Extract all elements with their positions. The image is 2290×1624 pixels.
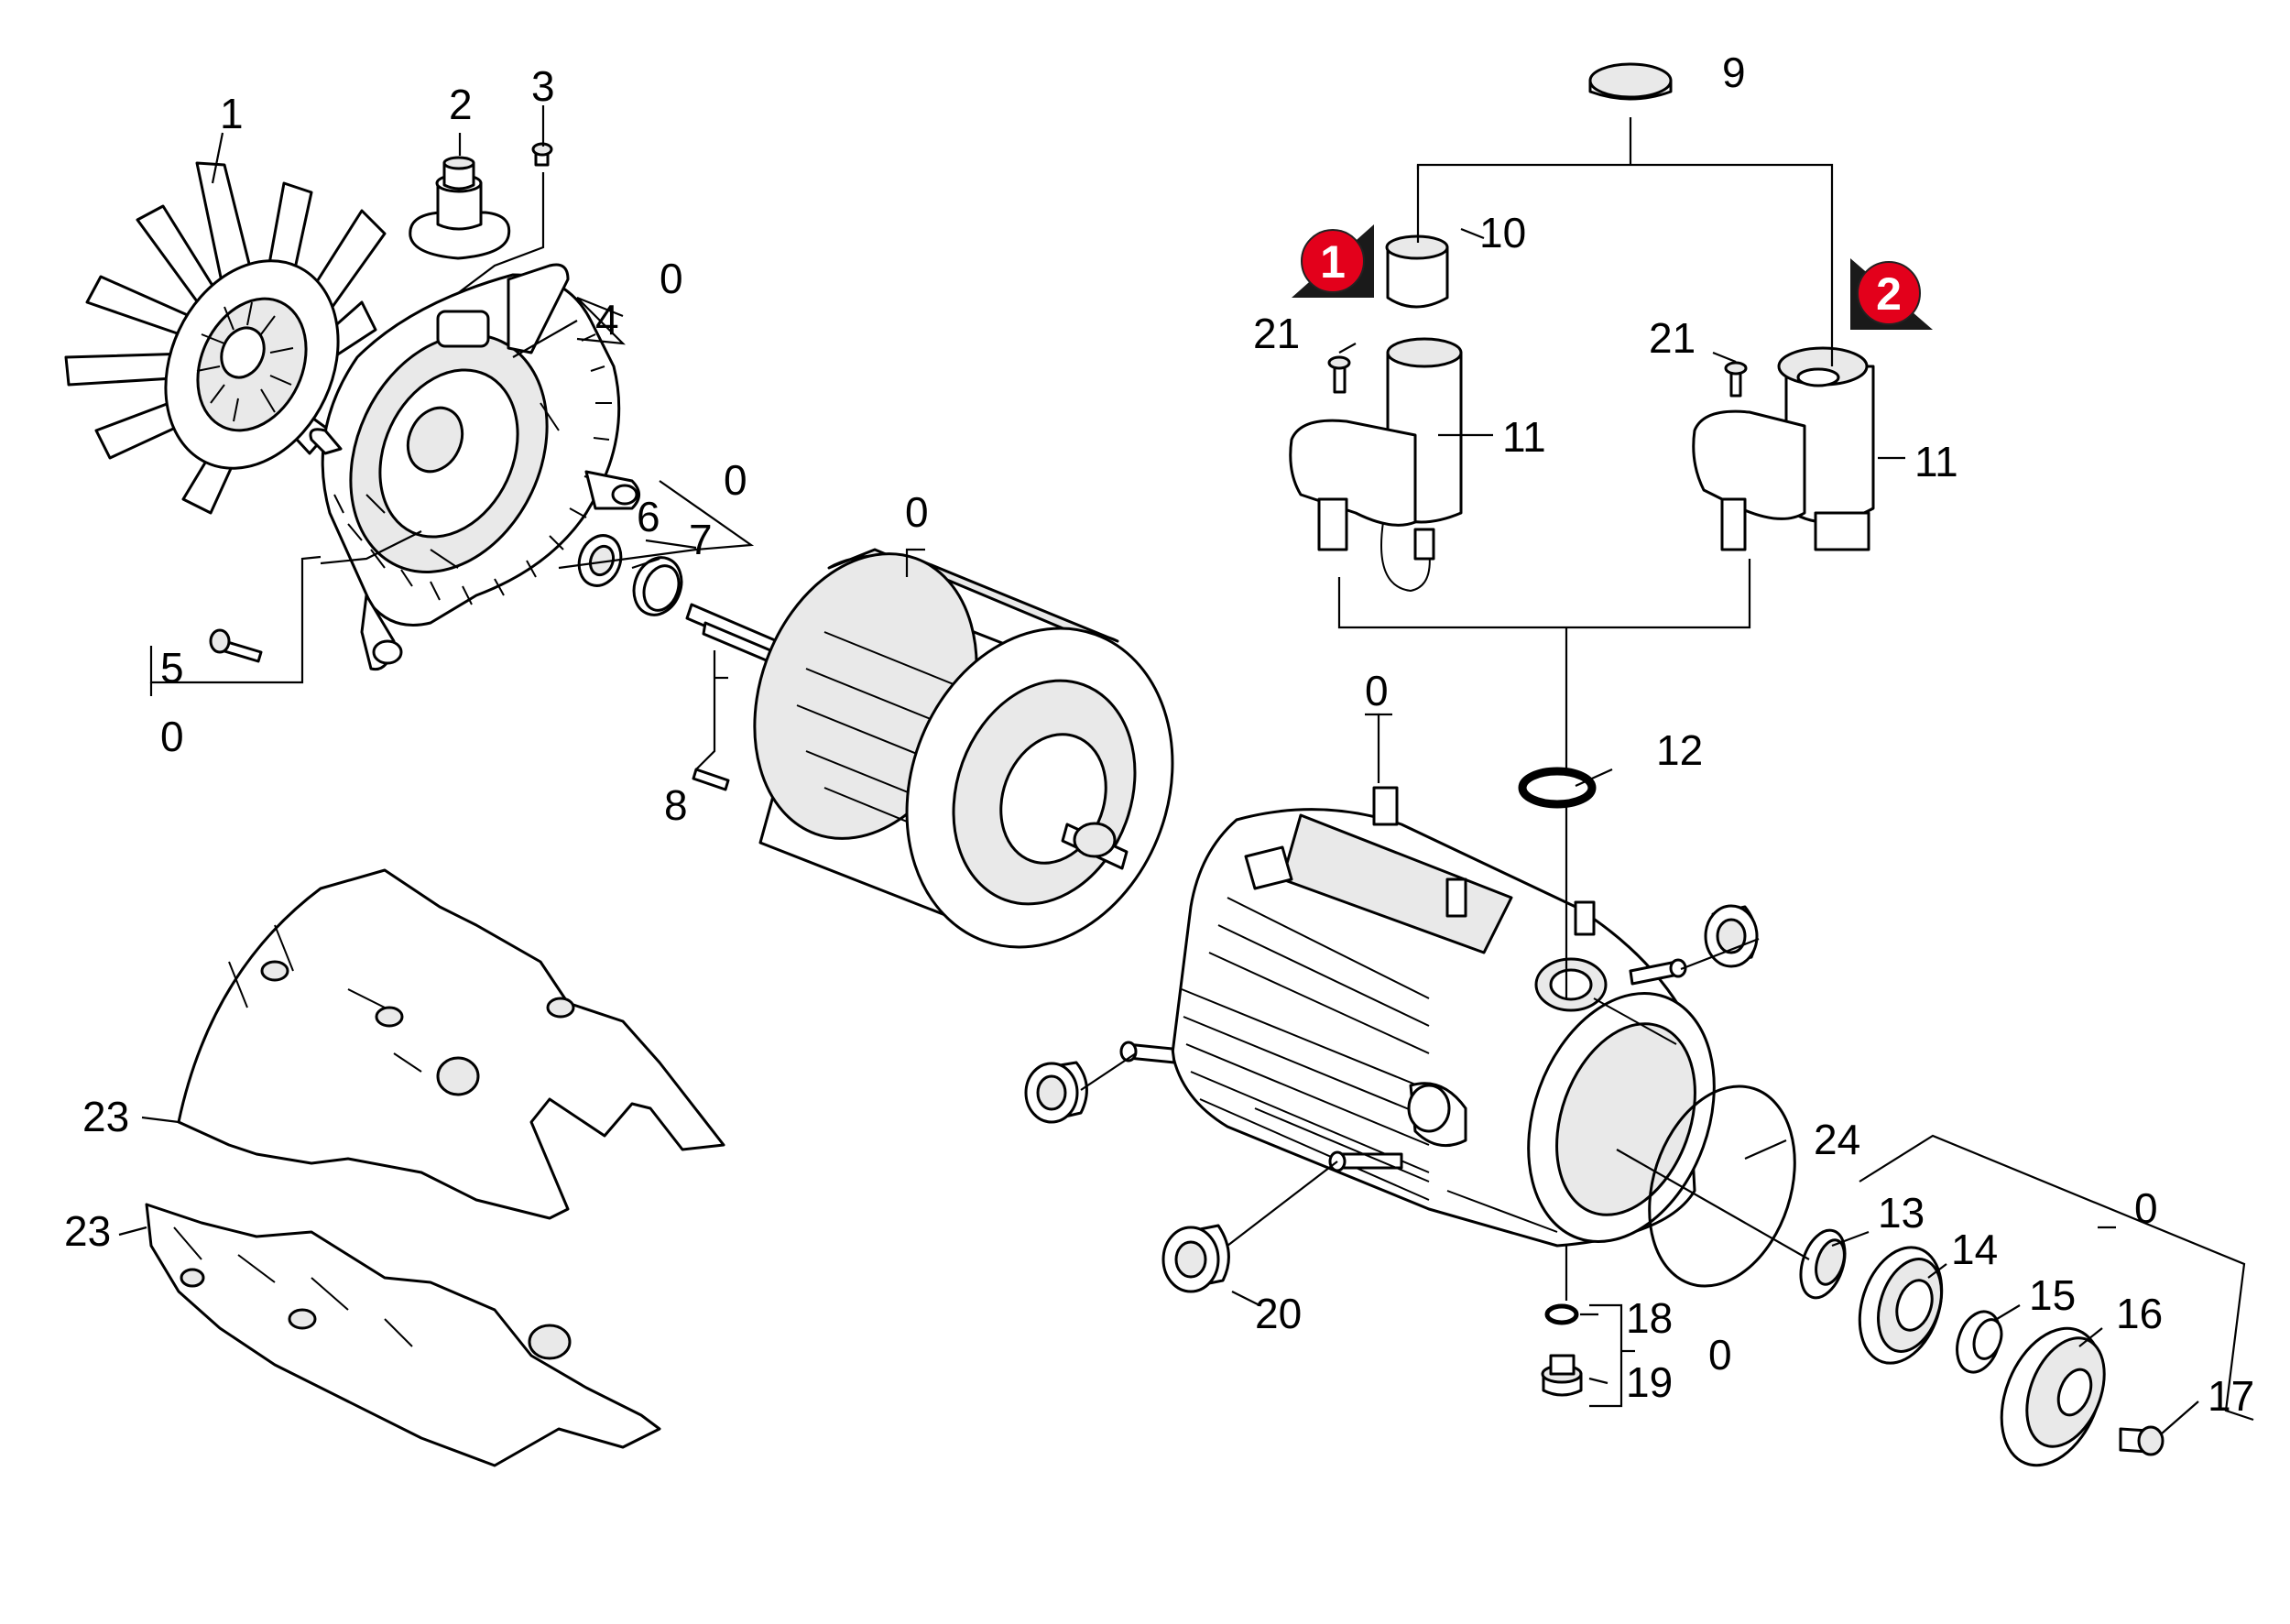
callout-21-left: 21 bbox=[1253, 310, 1300, 357]
badge-circle bbox=[1301, 229, 1365, 293]
callout-5: 5 bbox=[160, 644, 184, 692]
callout-11-right: 11 bbox=[1914, 438, 1958, 485]
callout-19: 19 bbox=[1626, 1358, 1673, 1406]
callout-24: 24 bbox=[1814, 1116, 1860, 1163]
gasket-part bbox=[1648, 1084, 1796, 1288]
cap-part bbox=[409, 156, 511, 260]
badge-circle bbox=[1857, 261, 1921, 325]
cap-9-part bbox=[1588, 62, 1673, 101]
retaining-ring-part bbox=[632, 556, 683, 616]
callout-motor-zero: 0 bbox=[905, 488, 929, 536]
callout-8: 8 bbox=[664, 781, 688, 829]
callout-4: 4 bbox=[595, 296, 619, 343]
o-ring-18-part bbox=[1544, 1303, 1579, 1325]
variant-badge-1: 1 bbox=[1292, 224, 1374, 298]
callout-18: 18 bbox=[1626, 1294, 1673, 1342]
callout-6: 6 bbox=[637, 493, 660, 540]
valve-cap-part bbox=[1704, 904, 1759, 968]
callout-20: 20 bbox=[1255, 1290, 1302, 1337]
screw-5-part bbox=[209, 628, 263, 663]
valve-cap-part bbox=[1161, 1224, 1230, 1293]
callout-21-right: 21 bbox=[1649, 314, 1696, 362]
callout-11-left: 11 bbox=[1502, 413, 1546, 461]
drain-screw-part bbox=[1541, 1354, 1583, 1397]
callout-labels: 1 2 3 0 4 0 6 7 5 0 8 0 9 10 21 11 21 11… bbox=[64, 49, 2254, 1420]
screw-part bbox=[531, 142, 553, 167]
callout-17: 17 bbox=[2208, 1372, 2254, 1420]
callout-1: 1 bbox=[220, 90, 244, 137]
callout-5-zero: 0 bbox=[160, 713, 184, 760]
end-shield-part bbox=[309, 263, 640, 671]
callout-15: 15 bbox=[2029, 1271, 2076, 1319]
valve-cap-part bbox=[1024, 1061, 1088, 1124]
callout-9: 9 bbox=[1722, 49, 1746, 96]
callout-housing-zero: 0 bbox=[1365, 667, 1389, 714]
callout-14: 14 bbox=[1951, 1226, 1998, 1273]
callout-16: 16 bbox=[2116, 1290, 2163, 1337]
pump-housing-part bbox=[1119, 786, 1716, 1248]
callout-2: 2 bbox=[449, 81, 473, 128]
callout-23-top: 23 bbox=[82, 1093, 129, 1140]
shaft-seal-part bbox=[1799, 1228, 1847, 1300]
seal-part bbox=[577, 534, 623, 587]
callout-67-zero: 0 bbox=[724, 456, 747, 504]
o-ring-part bbox=[1518, 767, 1597, 809]
badge-number: 2 bbox=[1876, 268, 1902, 320]
callout-10: 10 bbox=[1479, 209, 1526, 256]
flange-cover-part bbox=[2000, 1326, 2106, 1467]
cover-lower-part bbox=[145, 1203, 661, 1467]
fan-part bbox=[64, 161, 387, 515]
callout-7: 7 bbox=[689, 516, 713, 563]
ball-bearing-part bbox=[1858, 1246, 1944, 1365]
callout-bearing-zero: 0 bbox=[2134, 1184, 2158, 1232]
spacer-ring-part bbox=[1956, 1310, 2003, 1374]
leader-lines bbox=[118, 105, 2254, 1434]
callout-1819-zero: 0 bbox=[1708, 1331, 1732, 1379]
variant-badge-2: 2 bbox=[1850, 258, 1933, 330]
callout-23-bottom: 23 bbox=[64, 1207, 111, 1255]
callout-4-zero: 0 bbox=[660, 255, 683, 302]
key-part bbox=[692, 768, 730, 791]
callout-12: 12 bbox=[1656, 726, 1703, 774]
cover-upper-part bbox=[177, 868, 725, 1220]
bolt-17-part bbox=[2119, 1425, 2165, 1456]
sensor-variant-2-part bbox=[1692, 346, 1875, 551]
callout-3: 3 bbox=[531, 62, 555, 110]
badge-number: 1 bbox=[1320, 236, 1346, 288]
callout-13: 13 bbox=[1878, 1189, 1925, 1237]
motor-part bbox=[685, 548, 1174, 949]
sensor-variant-1-part bbox=[1289, 234, 1463, 593]
